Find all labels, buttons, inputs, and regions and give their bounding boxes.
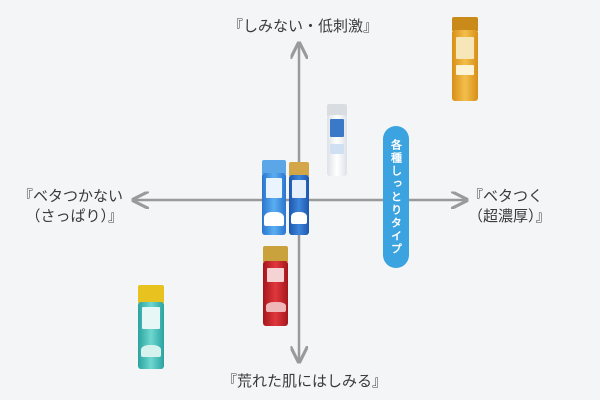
moist-type-badge: 各種しっとりタイプ [383,126,409,268]
gold-premium-lotion-bottle [452,17,478,101]
right-axis-label-line1: 『ベタつく [468,187,544,205]
left-axis-label-line2: （さっぱり）』 [25,207,124,225]
right-axis-label-line2: （超濃厚）』 [468,207,551,225]
blue-lotion-bottle-right [289,162,309,235]
red-lotion-bottle [263,246,288,326]
bottom-axis-label: 『荒れた肌にはしみる』 [222,372,388,390]
white-hada-lotion-bottle [327,104,347,176]
blue-lotion-bottle-left [262,160,286,235]
left-axis-label: 『ベタつかない （さっぱり）』 [18,186,123,226]
right-axis-label: 『ベタつく （超濃厚）』 [468,186,551,226]
teal-lotion-bottle [138,285,164,369]
left-axis-label-line1: 『ベタつかない [18,187,124,205]
top-axis-label: 『しみない・低刺激』 [228,17,379,35]
